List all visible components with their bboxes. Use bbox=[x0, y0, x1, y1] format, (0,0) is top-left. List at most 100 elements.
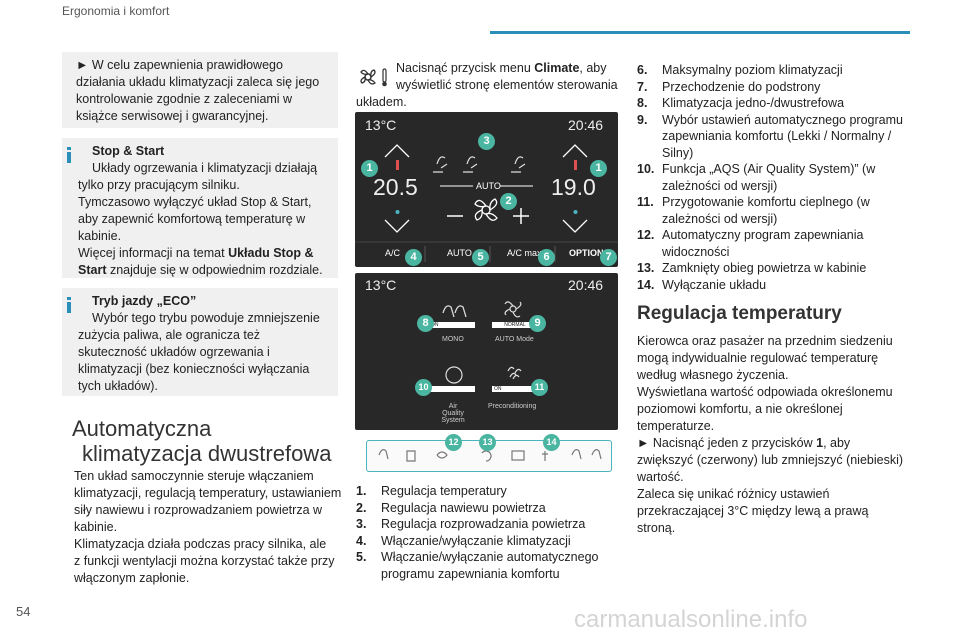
note-box-maintenance: ► W celu zapewnienia prawidłowego działa… bbox=[62, 52, 338, 128]
para-line: zwiększyć (czerwony) lub zmniejszyć (nie… bbox=[637, 453, 904, 467]
screen2-graphics bbox=[442, 301, 522, 384]
info-line: aby zapewnić komfortową temperaturę w bbox=[78, 212, 306, 226]
info-line: Wybór tego trybu powoduje zmniejszenie bbox=[92, 311, 320, 325]
list-item: 10.Funkcja „AQS (Air Quality System)” (w… bbox=[637, 162, 876, 193]
list-item: 8.Klimatyzacja jedno-/dwustrefowa bbox=[637, 96, 845, 110]
para-line: Zaleca się unikać różnicy ustawień bbox=[637, 487, 830, 501]
list-item: 1.Regulacja temperatury bbox=[356, 484, 507, 498]
para-line: kabinie. bbox=[74, 520, 118, 534]
right-temp-value: 19.0 bbox=[551, 174, 596, 200]
info-content: Stop & Start Układy ogrzewania i klimaty… bbox=[67, 143, 334, 279]
callout-6: 6 bbox=[538, 249, 555, 266]
info-line: Tymczasowo wyłączyć układ Stop & Start, bbox=[78, 195, 312, 209]
callout-10: 10 bbox=[415, 379, 432, 396]
clock: 20:46 bbox=[568, 117, 604, 133]
info-title: Stop & Start bbox=[92, 144, 165, 158]
info-line: klimatyzacji (bez konieczności wyłączani… bbox=[78, 362, 310, 376]
para-line: Ten układ samoczynnie steruje włączaniem bbox=[74, 469, 314, 483]
para-line: włączonym zapłonie. bbox=[74, 571, 190, 585]
callout-3: 3 bbox=[478, 133, 495, 150]
callout-8: 8 bbox=[417, 315, 434, 332]
info-box-eco: Tryb jazdy „ECO” Wybór tego trybu powodu… bbox=[62, 288, 338, 396]
callout-5: 5 bbox=[472, 249, 489, 266]
info-line: kabinie. bbox=[78, 229, 122, 243]
section-heading: Automatyczna klimatyzacja dwustrefowa bbox=[72, 416, 331, 466]
legend-list-right: 6.Maksymalny poziom klimatyzacji 7.Przec… bbox=[637, 62, 907, 293]
callout-4: 4 bbox=[405, 249, 422, 266]
outside-temp: 13°C bbox=[365, 117, 397, 133]
info-line: zużycia paliwa, ale ogranicza też bbox=[78, 328, 261, 342]
para-line: Klimatyzacja działa podczas pracy silnik… bbox=[74, 537, 327, 551]
climate-instructions: Nacisnąć przycisk menu Climate, aby wyśw… bbox=[356, 60, 626, 111]
callout-14: 14 bbox=[543, 434, 560, 451]
note-line: kontrolowanie zgodnie z zaleceniami w bbox=[76, 92, 293, 106]
para-line: Kierowca oraz pasażer na przednim siedze… bbox=[637, 334, 893, 348]
outside-temp: 13°C bbox=[365, 277, 397, 293]
aqs-badge[interactable] bbox=[429, 386, 475, 392]
mono-label: MONO bbox=[442, 336, 464, 343]
mono-on-badge[interactable]: ON bbox=[429, 322, 475, 328]
callout-13: 13 bbox=[479, 434, 496, 451]
para-line: siły nawiewu i rozprowadzaniem powietrza… bbox=[74, 503, 323, 517]
info-icon bbox=[66, 147, 72, 163]
page-header: Ergonomia i komfort bbox=[62, 4, 170, 18]
precond-on-badge[interactable]: ON bbox=[492, 386, 538, 392]
info-content: Tryb jazdy „ECO” Wybór tego trybu powodu… bbox=[67, 293, 334, 395]
climate-screen-options: 13°C 20:46 ON NORMAL MONO AUTO Mode ON A… bbox=[355, 273, 618, 430]
info-line: Układy ogrzewania i klimatyzacji działaj… bbox=[92, 161, 318, 175]
intro-line: Nacisnąć przycisk menu Climate, aby bbox=[396, 61, 607, 75]
para-line: przekraczającej 3°C między lewą a prawą bbox=[637, 504, 869, 518]
callout-12: 12 bbox=[445, 434, 462, 451]
ac-max-button[interactable]: A/C max bbox=[507, 248, 542, 258]
auto-button[interactable]: AUTO bbox=[447, 248, 472, 258]
callout-1-left: 1 bbox=[361, 160, 378, 177]
section-heading-temperature: Regulacja temperatury bbox=[637, 303, 842, 324]
paragraph-intro: Ten układ samoczynnie steruje włączaniem… bbox=[74, 468, 344, 587]
normal-badge[interactable]: NORMAL bbox=[492, 322, 538, 328]
list-item: 3.Regulacja rozprowadzania powietrza bbox=[356, 517, 586, 531]
callout-2: 2 bbox=[500, 193, 517, 210]
info-box-stop-start: Stop & Start Układy ogrzewania i klimaty… bbox=[62, 138, 338, 278]
info-line: Więcej informacji na temat Układu Stop & bbox=[78, 246, 314, 260]
options-button[interactable]: OPTIONS bbox=[569, 248, 610, 258]
para-line: poziomowi komfortu, a nie określonej bbox=[637, 402, 843, 416]
auto-label: AUTO bbox=[476, 181, 501, 191]
info-title: Tryb jazdy „ECO” bbox=[92, 294, 197, 308]
list-item: 6.Maksymalny poziom klimatyzacji bbox=[637, 63, 843, 77]
screen1-graphics bbox=[355, 144, 618, 262]
page-number: 54 bbox=[16, 604, 31, 619]
clock: 20:46 bbox=[568, 277, 604, 293]
intro-line: wyświetlić stronę elementów sterowania bbox=[396, 78, 618, 92]
paragraph-temperature: Kierowca oraz pasażer na przednim siedze… bbox=[637, 333, 917, 537]
list-item: 4.Włączanie/wyłączanie klimatyzacji bbox=[356, 533, 571, 548]
list-item: 9.Wybór ustawień automatycznego programu… bbox=[637, 112, 903, 160]
para-line: wartość. bbox=[637, 470, 684, 484]
info-line: Start znajduje się w odpowiednim rozdzia… bbox=[78, 263, 323, 277]
heading-line-2: klimatyzacja dwustrefowa bbox=[82, 441, 332, 466]
list-item: 14.Wyłączanie układu bbox=[637, 277, 767, 292]
callout-7: 7 bbox=[600, 249, 617, 266]
info-line: tych układów). bbox=[78, 379, 158, 393]
intro-line: układem. bbox=[356, 95, 407, 109]
note-line: książce serwisowej i gwarancyjnej. bbox=[76, 109, 269, 123]
para-line: Wyświetlana wartość odpowiada określonem… bbox=[637, 385, 893, 399]
info-line: skuteczność układów ogrzewania i bbox=[78, 345, 270, 359]
para-line: z funkcji wentylacji można korzystać tak… bbox=[74, 554, 335, 568]
climate-icon bbox=[356, 66, 390, 88]
watermark: carmanualsonline.info bbox=[574, 606, 808, 633]
ac-button[interactable]: A/C bbox=[385, 248, 401, 258]
para-line: mogą indywidualnie regulować temperaturę bbox=[637, 351, 879, 365]
info-line: tylko przy pracującym silniku. bbox=[78, 178, 240, 192]
para-line: ► Nacisnąć jeden z przycisków 1, aby bbox=[637, 436, 851, 450]
legend-list-middle: 1.Regulacja temperatury 2.Regulacja nawi… bbox=[356, 483, 626, 582]
list-item: 7.Przechodzenie do podstrony bbox=[637, 79, 821, 94]
strip-icons bbox=[378, 449, 602, 462]
callout-11: 11 bbox=[531, 379, 548, 396]
para-line: temperaturze. bbox=[637, 419, 715, 433]
callout-9: 9 bbox=[529, 315, 546, 332]
left-temp-value: 20.5 bbox=[373, 174, 418, 200]
para-line: stroną. bbox=[637, 521, 676, 535]
